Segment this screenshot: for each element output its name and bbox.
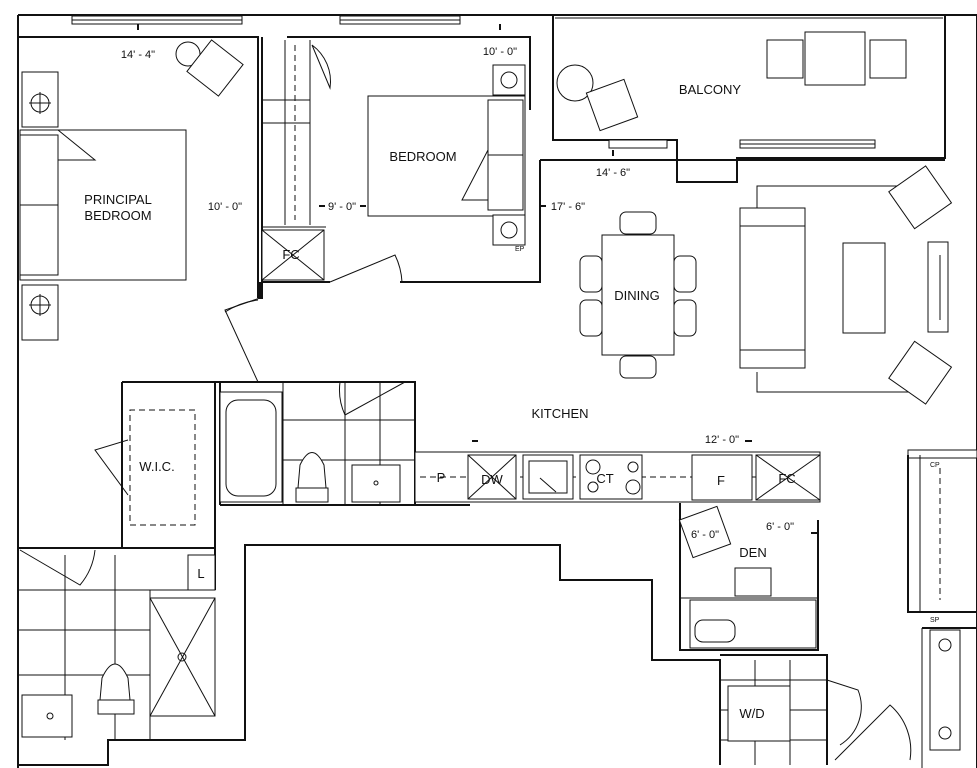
dim-kitchen-width: 12' - 0"	[705, 434, 739, 446]
dim-bedroom-width: 10' - 0"	[483, 46, 517, 58]
fc-label-bedroom: FC	[282, 247, 299, 262]
dw-label: DW	[481, 472, 503, 487]
washer-dryer-icon	[727, 685, 791, 742]
kitchen-appliances	[467, 454, 821, 501]
room-wd: W/D	[739, 706, 764, 721]
dim-bedroom-height: 9' - 0"	[328, 201, 356, 213]
f-label: F	[717, 473, 725, 488]
cp-label: CP	[930, 462, 940, 469]
doors	[19, 44, 912, 761]
bedroom-bed	[261, 64, 526, 281]
p-label: P	[437, 470, 446, 485]
l-label: L	[197, 566, 204, 581]
balcony-furniture	[556, 31, 907, 132]
room-bedroom: BEDROOM	[389, 149, 456, 164]
dim-den-width: 6' - 0"	[691, 529, 719, 541]
bathtub-icon	[219, 391, 283, 503]
dim-principal-height: 10' - 0"	[208, 201, 242, 213]
closet-fixtures	[929, 629, 961, 751]
ep-label: EP	[515, 246, 525, 253]
dim-principal-width: 14' - 4"	[121, 49, 155, 61]
dimension-arrows	[137, 24, 818, 534]
room-dining: DINING	[614, 288, 660, 303]
fc-label-kitchen: FC	[778, 471, 795, 486]
living-furniture	[739, 165, 953, 405]
dim-balcony-width: 14' - 6"	[596, 167, 630, 179]
desk-icon	[678, 505, 772, 643]
windows	[71, 15, 977, 459]
room-balcony: BALCONY	[679, 82, 741, 97]
dim-den-width-2: 6' - 0"	[766, 521, 794, 533]
room-den: DEN	[739, 545, 766, 560]
toilet-icon	[295, 452, 401, 503]
room-kitchen: KITCHEN	[531, 406, 588, 421]
dining-table-icon	[579, 211, 697, 379]
principal-bed	[19, 39, 244, 341]
shower-icon	[21, 554, 216, 738]
room-wic: W.I.C.	[139, 459, 174, 474]
ct-label: CT	[596, 471, 613, 486]
dim-living-height: 17' - 6"	[551, 201, 585, 213]
sp-label: SP	[930, 617, 940, 624]
